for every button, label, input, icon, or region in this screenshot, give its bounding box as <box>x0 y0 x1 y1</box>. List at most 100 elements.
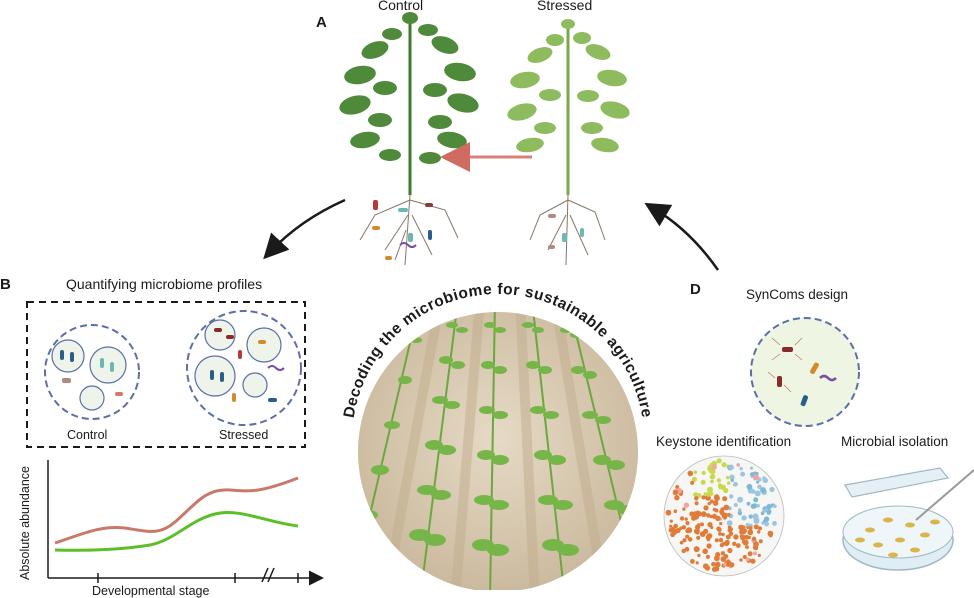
network-node <box>674 495 680 501</box>
control-plant-label: Control <box>378 0 424 13</box>
network-node <box>687 470 694 477</box>
network-node <box>757 484 762 490</box>
network-node <box>758 526 762 531</box>
network-node <box>749 466 754 470</box>
network-node <box>695 524 701 530</box>
network-node <box>753 541 759 548</box>
network-node <box>684 546 690 552</box>
network-node <box>711 562 716 567</box>
network-node <box>751 536 757 541</box>
network-node <box>716 527 722 532</box>
network-node <box>714 561 721 568</box>
network-node <box>704 565 711 571</box>
network-node <box>726 520 733 526</box>
crop-leaves <box>358 322 638 556</box>
network-node <box>693 528 700 534</box>
network-node <box>724 539 730 545</box>
network-node <box>716 458 722 464</box>
network-node <box>669 524 673 528</box>
network-node <box>721 462 727 468</box>
panel-d-letter: D <box>690 281 701 298</box>
network-node <box>761 521 765 525</box>
abundance-chart <box>47 460 324 586</box>
network-node <box>681 525 687 530</box>
network-node <box>725 475 730 480</box>
network-node <box>769 533 773 538</box>
petri-dish <box>842 467 974 571</box>
network-node <box>713 500 719 506</box>
network-node <box>732 541 737 546</box>
arrow-to-panel-b <box>263 198 346 260</box>
network-node <box>693 470 698 475</box>
network-node <box>711 464 717 470</box>
network-node <box>718 537 724 543</box>
network-node <box>728 531 734 536</box>
network-node <box>737 508 742 512</box>
network-node <box>766 503 772 510</box>
network-node <box>683 502 690 508</box>
network-node <box>772 504 777 508</box>
network-node <box>690 559 695 564</box>
network-node <box>669 519 673 523</box>
network-node <box>733 534 739 540</box>
stressed-plant <box>507 19 630 266</box>
network-node <box>727 528 732 533</box>
network-node <box>700 511 707 517</box>
network-node <box>706 513 711 518</box>
network-node <box>763 516 770 522</box>
network-node <box>745 557 750 562</box>
network-node <box>730 478 734 482</box>
network-node <box>739 558 743 562</box>
network-node <box>729 474 735 480</box>
network-node <box>682 538 687 543</box>
network-node <box>747 551 753 556</box>
x-axis-label: Developmental stage <box>92 584 210 598</box>
network-node <box>700 522 704 527</box>
network-node <box>727 481 731 485</box>
network-node <box>707 501 711 506</box>
network-node <box>723 512 728 518</box>
network-node <box>701 470 706 476</box>
arrow-to-panel-a <box>644 202 720 271</box>
network-node <box>748 514 753 519</box>
network-node <box>762 509 766 513</box>
network-node <box>701 481 705 485</box>
network-node <box>696 535 701 540</box>
network-node <box>715 515 721 521</box>
network-node <box>665 509 672 516</box>
network-node <box>725 534 731 540</box>
network-node <box>702 548 708 555</box>
network-node <box>720 507 725 511</box>
network-node <box>687 537 693 542</box>
network-node <box>715 552 721 558</box>
network-node <box>740 471 746 477</box>
network-node <box>690 480 695 485</box>
syncoms-title: SynComs design <box>746 287 849 302</box>
network-node <box>701 495 706 500</box>
network-node <box>738 524 744 531</box>
network-node <box>694 496 699 501</box>
network-node <box>694 501 699 506</box>
network-node <box>753 474 759 481</box>
network-node <box>684 517 688 521</box>
network-node <box>723 562 727 567</box>
network-node <box>726 513 731 517</box>
network-node <box>697 553 701 558</box>
network-node <box>706 533 713 539</box>
network-node <box>760 487 767 494</box>
network-node <box>733 503 738 507</box>
network-node <box>721 532 725 537</box>
network-node <box>757 530 761 534</box>
network-node <box>753 524 759 530</box>
network-node <box>747 529 754 536</box>
network-node <box>741 539 746 544</box>
network-node <box>705 554 711 560</box>
network-node <box>769 486 775 493</box>
network-node <box>723 504 730 511</box>
panel-a-letter: A <box>316 14 327 31</box>
syncoms-community <box>750 317 860 427</box>
network-node <box>739 466 743 471</box>
network-node <box>714 495 720 502</box>
network-node <box>716 478 722 483</box>
network-node <box>703 505 709 511</box>
